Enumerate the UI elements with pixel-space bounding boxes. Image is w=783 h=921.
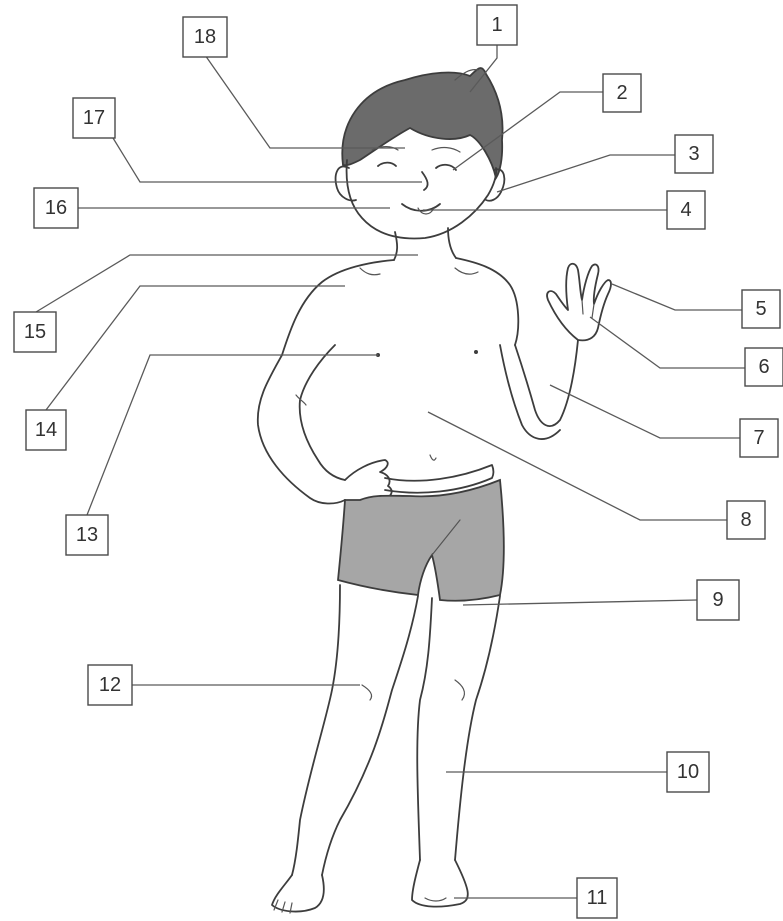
left-foot: [272, 875, 324, 912]
label-10: 10: [677, 761, 699, 783]
label-8: 8: [740, 509, 751, 531]
boy-illustration: [258, 68, 611, 913]
label-box-4: 4: [667, 191, 705, 229]
label-15: 15: [24, 321, 46, 343]
right-hand: [547, 264, 611, 341]
label-box-10: 10: [667, 752, 709, 792]
label-box-13: 13: [66, 515, 108, 555]
label-16: 16: [45, 197, 67, 219]
label-9: 9: [712, 589, 723, 611]
label-box-1: 1: [477, 5, 517, 45]
label-6: 6: [758, 356, 769, 378]
label-box-12: 12: [88, 665, 132, 705]
torso-right-side: [456, 258, 518, 345]
right-collarbone: [455, 268, 478, 274]
left-arm-outer: [258, 355, 345, 504]
label-2: 2: [616, 82, 627, 104]
label-box-7: 7: [740, 419, 778, 457]
label-box-11: 11: [577, 878, 617, 918]
label-13: 13: [76, 524, 98, 546]
right-toes: [425, 898, 446, 901]
leader-3: [497, 155, 675, 192]
leader-7: [550, 385, 740, 438]
leader-lines: [36, 45, 745, 898]
right-leg-outer: [455, 596, 500, 860]
label-box-6: 6: [745, 348, 783, 386]
right-knee: [455, 680, 464, 700]
right-arm-outer: [515, 340, 578, 426]
left-eye: [378, 163, 396, 166]
label-box-5: 5: [742, 290, 780, 328]
label-box-9: 9: [697, 580, 739, 620]
label-box-15: 15: [14, 312, 56, 352]
label-5: 5: [755, 298, 766, 320]
right-eyebrow: [432, 148, 460, 152]
label-3: 3: [688, 143, 699, 165]
right-foot: [412, 860, 468, 907]
label-box-14: 14: [26, 410, 66, 450]
label-box-16: 16: [34, 188, 78, 228]
label-11: 11: [587, 887, 608, 909]
label-4: 4: [680, 199, 691, 221]
left-leg-inner: [322, 596, 418, 875]
finger-line-2: [592, 304, 594, 318]
number-boxes: 1 2 3 4 5 6 7 8: [14, 5, 783, 918]
label-14: 14: [35, 419, 57, 441]
right-leg-inner: [417, 598, 432, 860]
finger-line-1: [582, 300, 583, 314]
hair: [342, 68, 502, 178]
right-nipple: [474, 350, 478, 354]
left-knee: [362, 685, 372, 700]
leader-13: [87, 355, 378, 515]
label-box-17: 17: [73, 98, 115, 138]
leader-5: [612, 284, 742, 310]
shorts: [338, 480, 504, 601]
label-box-2: 2: [603, 74, 641, 112]
label-7: 7: [753, 427, 764, 449]
label-box-18: 18: [183, 17, 227, 57]
leader-14: [46, 286, 345, 410]
leader-6: [590, 317, 745, 368]
label-1: 1: [491, 14, 502, 36]
label-18: 18: [194, 26, 216, 48]
left-collarbone: [360, 268, 380, 275]
leader-9: [463, 600, 697, 605]
nose: [422, 172, 428, 190]
label-box-3: 3: [675, 135, 713, 173]
label-box-8: 8: [727, 501, 765, 539]
neck-right: [448, 228, 456, 258]
label-17: 17: [83, 107, 105, 129]
navel: [430, 455, 436, 460]
left-arm-inner: [300, 345, 345, 480]
left-leg-outer: [292, 585, 340, 875]
label-12: 12: [99, 674, 121, 696]
leader-15: [36, 255, 418, 312]
